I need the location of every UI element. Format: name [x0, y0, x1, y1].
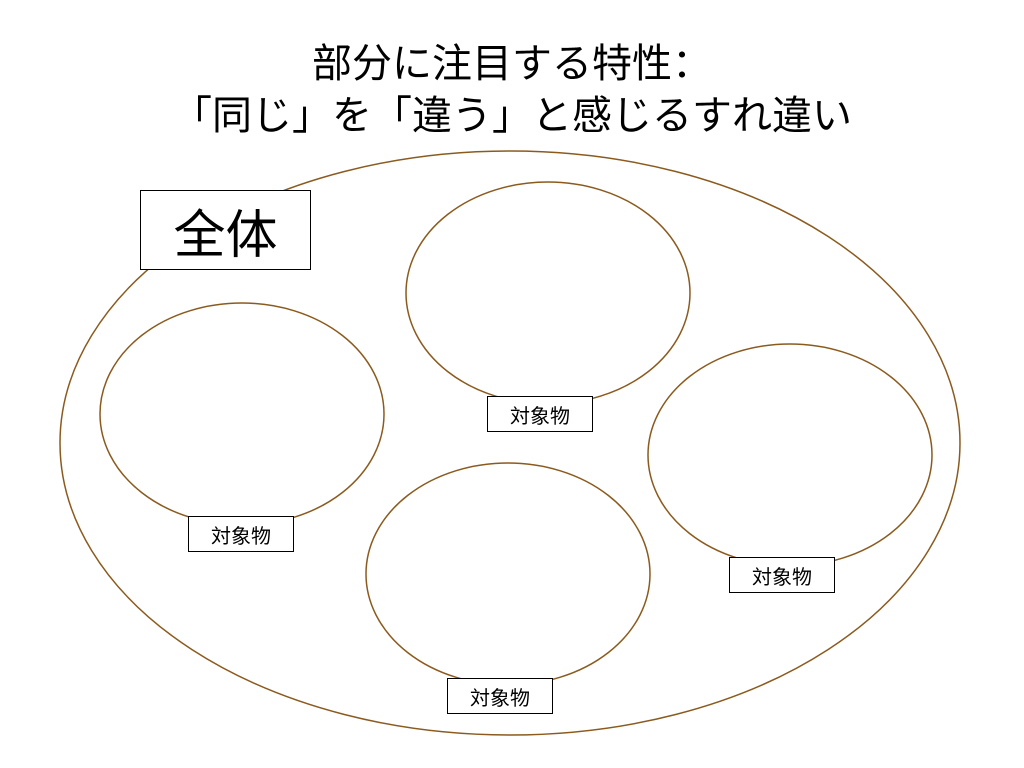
object-label: 対象物	[470, 685, 530, 710]
whole-label-box: 全体	[140, 190, 311, 270]
object-label-box: 対象物	[487, 396, 593, 432]
slide-title-line2: 「同じ」を「違う」と感じるすれ違い	[172, 93, 852, 139]
object-label-box: 対象物	[729, 557, 835, 593]
object-label: 対象物	[510, 403, 570, 428]
object-circle-right	[647, 343, 933, 567]
whole-ellipse	[59, 150, 961, 736]
object-circle-top	[405, 181, 691, 405]
object-label-box: 対象物	[447, 678, 553, 714]
object-label: 対象物	[752, 564, 812, 589]
object-label-box: 対象物	[188, 516, 294, 552]
whole-label: 全体	[173, 205, 278, 266]
object-label: 対象物	[211, 523, 271, 548]
object-circle-bottom	[365, 462, 651, 686]
slide-title-line1: 部分に注目する特性：	[312, 41, 712, 87]
object-circle-left	[99, 302, 385, 526]
